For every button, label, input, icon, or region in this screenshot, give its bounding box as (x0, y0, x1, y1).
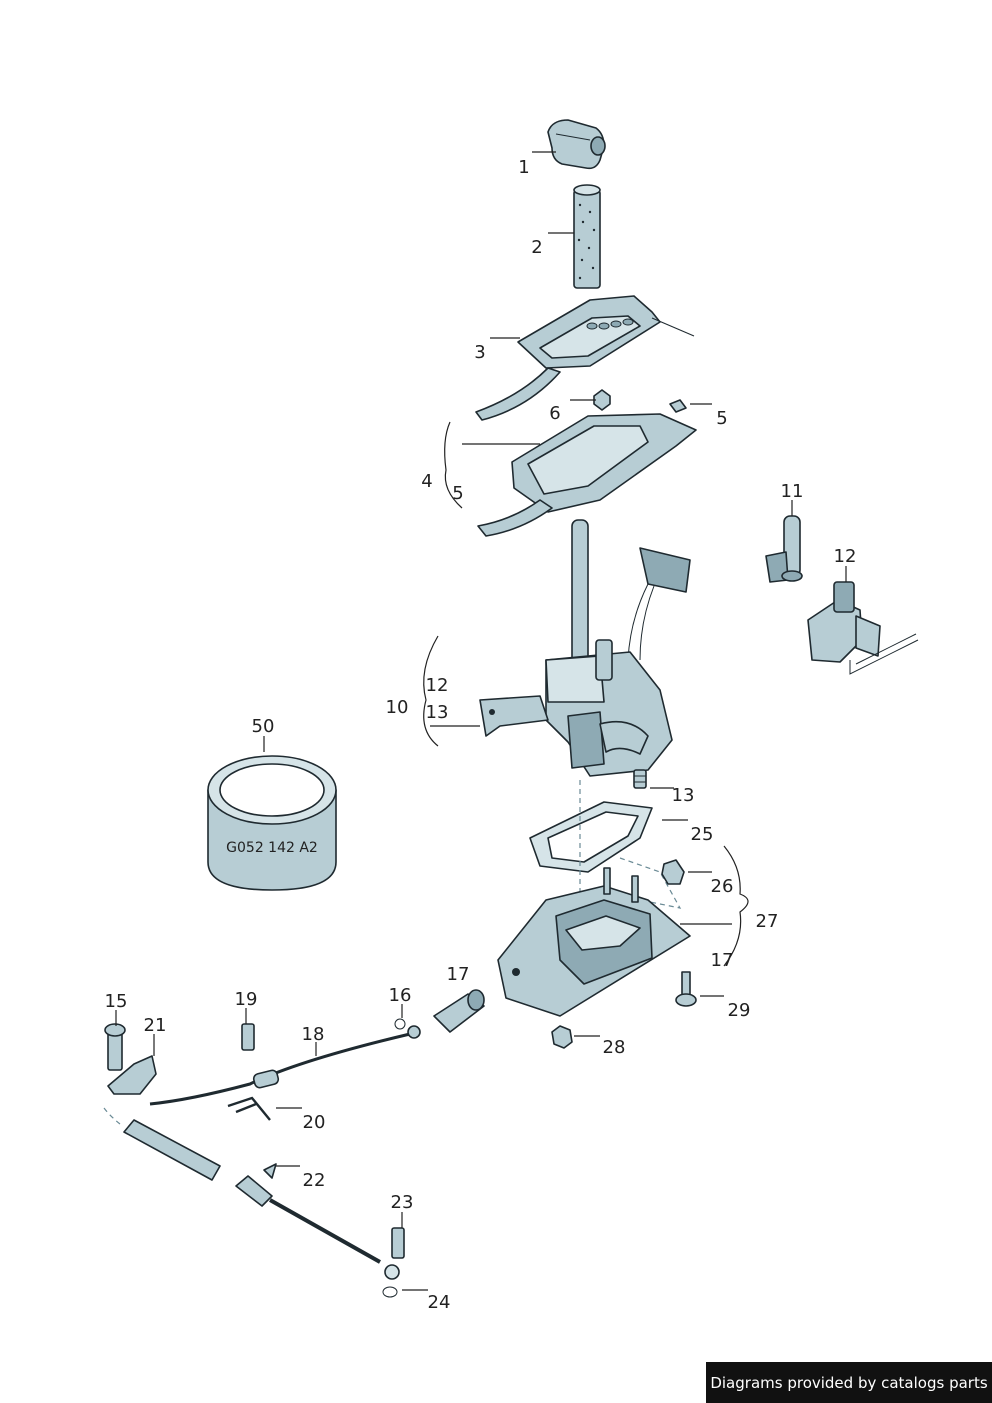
part-bolt-upper (633, 769, 647, 789)
leader-lines (115, 151, 847, 1291)
part-bolt-23 (391, 1227, 405, 1259)
callout-17b: 17 (447, 964, 470, 985)
callout-13a: 13 (426, 702, 449, 723)
callout-29: 29 (728, 1000, 751, 1021)
part-cover-trim (475, 295, 695, 421)
callout-5a: 5 (716, 408, 727, 429)
callout-27: 27 (756, 911, 779, 932)
callout-20: 20 (303, 1112, 326, 1133)
part-bolt-19 (241, 1023, 255, 1051)
part-marking-text: G052 142 A2 (226, 840, 318, 856)
callout-21: 21 (144, 1015, 167, 1036)
part-nut (593, 389, 611, 411)
part-cable (149, 1025, 421, 1106)
callout-17a: 17 (711, 950, 734, 971)
part-selector-assembly (479, 519, 691, 777)
part-bolt-29 (675, 971, 697, 1007)
callout-6: 6 (549, 403, 560, 424)
part-bolt-15 (104, 1023, 126, 1071)
callout-12a: 12 (834, 546, 857, 567)
callout-28: 28 (603, 1037, 626, 1058)
callout-16: 16 (389, 985, 412, 1006)
callout-25: 25 (691, 824, 714, 845)
part-gasket (529, 801, 653, 873)
credit-banner: Diagrams provided by catalogs parts (706, 1362, 992, 1403)
callout-10: 10 (386, 697, 409, 718)
part-nut-28 (551, 1025, 573, 1049)
part-clip-small (669, 399, 687, 413)
part-bracket-21 (107, 1055, 157, 1095)
part-shift-knob (547, 119, 606, 170)
callout-4: 4 (421, 471, 432, 492)
callout-12b: 12 (426, 675, 449, 696)
part-washer-24 (382, 1286, 398, 1298)
callout-24: 24 (428, 1292, 451, 1313)
callout-labels: 1 2 3 6 5 4 5 11 12 12 10 13 50 13 25 26… (105, 157, 857, 1313)
part-sleeve (573, 184, 601, 289)
callout-3: 3 (474, 342, 485, 363)
part-boot (433, 989, 485, 1033)
callout-23: 23 (391, 1192, 414, 1213)
part-housing (497, 867, 691, 1017)
callout-5b: 5 (452, 483, 463, 504)
part-clip-20 (227, 1096, 271, 1121)
callout-13b: 13 (672, 785, 695, 806)
callout-26: 26 (711, 876, 734, 897)
part-ring: G052 142 A2 (207, 755, 337, 891)
callout-2: 2 (531, 237, 542, 258)
callout-11: 11 (781, 481, 804, 502)
part-clip (661, 859, 685, 885)
part-frame (477, 413, 697, 537)
part-sensor-pin (765, 515, 803, 583)
callout-18: 18 (302, 1024, 325, 1045)
part-lower-cable (103, 1107, 400, 1280)
callout-22: 22 (303, 1170, 326, 1191)
callout-19: 19 (235, 989, 258, 1010)
callout-50: 50 (252, 716, 275, 737)
part-switch (807, 581, 919, 675)
alignment-line-bracket (619, 857, 682, 909)
callout-15: 15 (105, 991, 128, 1012)
callout-1: 1 (518, 157, 529, 178)
part-ring-clip (394, 1018, 406, 1030)
